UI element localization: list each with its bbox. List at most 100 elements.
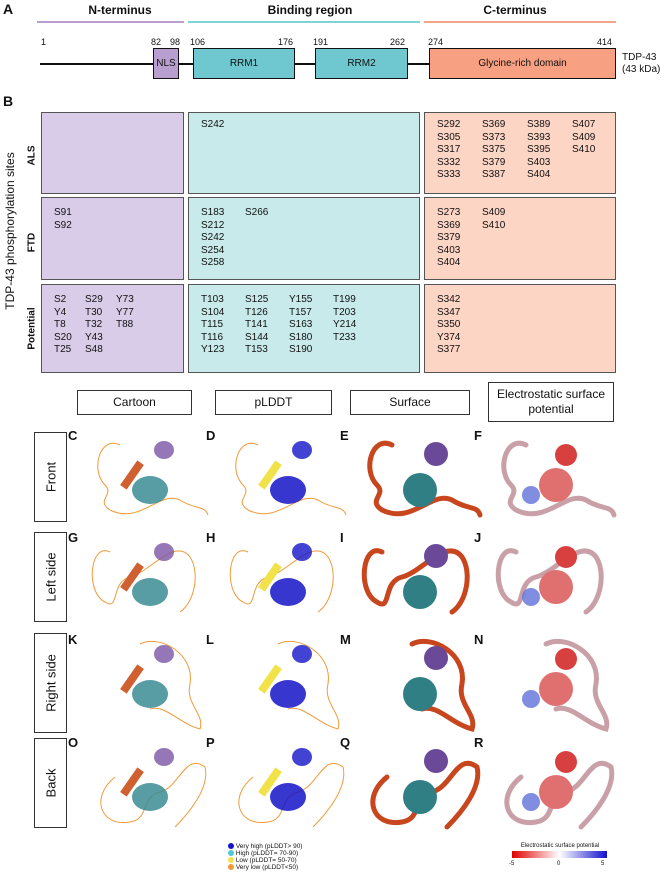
- panel-a-label: A: [3, 1, 14, 17]
- site-T25: T25: [54, 344, 72, 356]
- site-S395: S395: [527, 144, 551, 156]
- panel-C-label: C: [68, 428, 78, 443]
- legend-very-high: Very high (pLDDT> 90): [228, 843, 358, 850]
- panel-M-label: M: [340, 632, 351, 647]
- site-cell-als-binding: S242: [188, 112, 420, 194]
- site-S254: S254: [201, 244, 225, 256]
- rrm2-domain: RRM2: [315, 48, 408, 79]
- n-terminus-bar: [37, 21, 184, 23]
- site-Y214: Y214: [333, 319, 357, 331]
- row-label-ftd: FTD: [26, 232, 38, 253]
- site-S387: S387: [482, 169, 506, 181]
- panel-O-label: O: [68, 735, 79, 750]
- row-label-potential: Potential: [26, 307, 38, 350]
- site-Y123: Y123: [201, 344, 225, 356]
- site-S350: S350: [437, 319, 461, 331]
- protein-mass: (43 kDa): [622, 64, 661, 75]
- site-S375: S375: [482, 144, 506, 156]
- site-S144: S144: [245, 331, 269, 343]
- site-S212: S212: [201, 219, 225, 231]
- view-label-left-side: Left side: [34, 532, 67, 622]
- nls-domain: NLS: [153, 48, 179, 79]
- site-S180: S180: [289, 331, 313, 343]
- site-S373: S373: [482, 131, 506, 143]
- tick-176: 176: [278, 37, 294, 47]
- site-S410: S410: [572, 144, 596, 156]
- view-label-right-side: Right side: [34, 633, 67, 733]
- legend-very-low: Very low (pLDDT<50): [228, 864, 358, 871]
- col-header-cartoon: Cartoon: [77, 390, 192, 415]
- site-S163: S163: [289, 319, 313, 331]
- site-cell-als-nterm: [41, 112, 184, 194]
- panel-G-label: G: [68, 530, 79, 545]
- site-S404: S404: [437, 257, 461, 269]
- site-S292: S292: [437, 119, 461, 130]
- site-Y43: Y43: [85, 331, 103, 343]
- panel-b-label: B: [3, 93, 14, 109]
- site-S29: S29: [85, 294, 103, 305]
- site-S242: S242: [201, 232, 225, 244]
- c-terminus-bar: [424, 21, 616, 23]
- site-S125: S125: [245, 294, 269, 305]
- panel-N-label: N: [474, 632, 484, 647]
- site-S403: S403: [527, 156, 551, 168]
- rrm1-domain: RRM1: [193, 48, 295, 79]
- legend-high: High (pLDDT= 70-90): [228, 850, 358, 857]
- tick-262: 262: [390, 37, 406, 47]
- site-S379: S379: [482, 156, 506, 168]
- section-c-terminus: C-terminus: [483, 3, 547, 17]
- panel-H-label: H: [206, 530, 216, 545]
- site-S404: S404: [527, 169, 551, 181]
- glycine-rich-domain: Glycine-rich domain: [429, 48, 616, 79]
- tick-1: 1: [41, 37, 47, 47]
- site-T88: T88: [116, 319, 134, 331]
- site-S183: S183: [201, 207, 225, 218]
- row-label-als: ALS: [26, 145, 38, 166]
- site-S333: S333: [437, 169, 461, 181]
- site-Y155: Y155: [289, 294, 313, 305]
- structure-C-image: [97, 441, 209, 516]
- site-T199: T199: [333, 294, 356, 305]
- protein-name: TDP-43: [622, 52, 657, 63]
- site-T8: T8: [54, 319, 66, 331]
- panel-D-label: D: [206, 428, 216, 443]
- structure-D-image: [235, 441, 347, 516]
- site-S48: S48: [85, 344, 103, 356]
- site-T116: T116: [201, 331, 224, 343]
- site-S305: S305: [437, 131, 461, 143]
- col-header-surface: Surface: [350, 390, 470, 415]
- site-S258: S258: [201, 257, 225, 269]
- site-T103: T103: [201, 294, 224, 305]
- esp-tick-5: 5: [601, 861, 605, 867]
- site-T30: T30: [85, 306, 103, 318]
- structure-L-image: [258, 640, 340, 730]
- esp-legend-title: Electrostatic surface potential: [520, 843, 600, 849]
- structure-K-image: [120, 640, 202, 730]
- legend-low: Low (pLDDT= 50-70): [228, 857, 358, 864]
- section-n-terminus: N-terminus: [88, 3, 152, 17]
- site-S409: S409: [482, 207, 506, 218]
- section-binding-region: Binding region: [267, 3, 353, 17]
- site-S242: S242: [201, 119, 225, 130]
- site-T115: T115: [201, 319, 224, 331]
- site-S332: S332: [437, 156, 461, 168]
- site-T126: T126: [245, 306, 268, 318]
- view-label-back: Back: [34, 738, 67, 828]
- panel-P-label: P: [206, 735, 215, 750]
- site-S403: S403: [437, 244, 461, 256]
- plddt-legend: Very high (pLDDT> 90) High (pLDDT= 70-90…: [228, 843, 358, 871]
- structure-P-image: [238, 748, 345, 828]
- site-Y77: Y77: [116, 306, 134, 318]
- structure-E-image: [367, 440, 483, 518]
- panel-L-label: L: [206, 632, 214, 647]
- tick-82: 82: [151, 37, 162, 47]
- col-header-plddt: pLDDT: [215, 390, 332, 415]
- site-Y73: Y73: [116, 294, 134, 305]
- structure-R-image: [504, 751, 615, 830]
